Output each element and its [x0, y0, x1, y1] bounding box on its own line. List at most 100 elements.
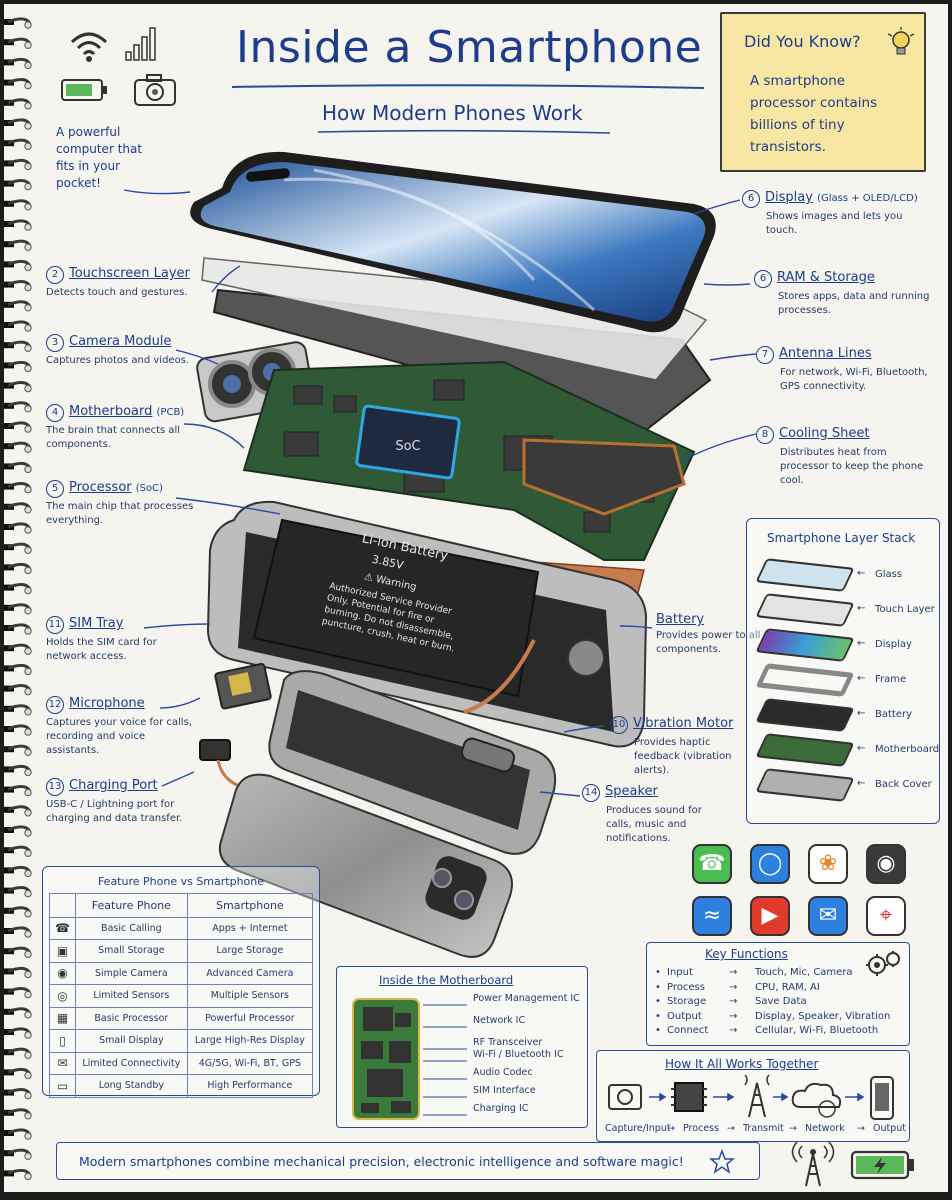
spiral-ring: [4, 259, 32, 272]
gears-icon: [866, 951, 900, 976]
did-you-know-title: Did You Know?: [744, 32, 861, 51]
label-desc: Holds the SIM card for network access.: [46, 637, 157, 662]
arrow-icon: →: [729, 996, 738, 1007]
spiral-ring: [4, 1088, 32, 1100]
spiral-ring: [4, 946, 32, 958]
label-number: 11: [46, 616, 64, 634]
spiral-ring: [4, 623, 32, 635]
label-desc: Captures photos and videos.: [46, 355, 190, 366]
spiral-ring: [4, 886, 32, 898]
layer-swatch-touch-layer: [755, 593, 855, 627]
camera-app-icon[interactable]: ◉: [866, 844, 906, 884]
flow-step-process: Process: [683, 1123, 720, 1134]
flow-cloud-icon: [791, 1082, 842, 1118]
spiral-ring: [4, 118, 32, 130]
key-function-value: Display, Speaker, Vibration: [755, 1010, 891, 1022]
lower-frame: [268, 670, 556, 855]
spiral-ring: [4, 98, 32, 110]
spiral-ring: [4, 562, 32, 575]
motherboard-pcb: SoC: [242, 360, 696, 561]
label-number: 5: [46, 480, 64, 498]
label-sub: (PCB): [156, 407, 185, 418]
flow-phone-icon: [870, 1076, 894, 1120]
key-function-row: •Connect→Cellular, Wi-Fi, Bluetooth: [655, 1025, 879, 1036]
messages-app-icon[interactable]: ◯: [750, 844, 790, 884]
wifi-app-icon[interactable]: ≈: [692, 896, 732, 936]
mb-part-wi-fi-bluetooth-ic: Wi-Fi / Bluetooth IC: [473, 1049, 564, 1060]
spiral-ring: [4, 1128, 32, 1140]
flow-tower-icon: [744, 1074, 770, 1118]
layer-swatch-frame: [755, 663, 855, 697]
key-function-row: •Input→Touch, Mic, Camera: [655, 967, 853, 978]
spiral-ring: [4, 583, 32, 595]
layer-stack-panel: Smartphone Layer Stack ←Glass←Touch Laye…: [746, 518, 940, 824]
back-cover: [218, 773, 513, 958]
smartphone-cell: 4G/5G, Wi-Fi, BT, GPS: [186, 1051, 314, 1075]
spiral-ring: [4, 845, 32, 857]
label-number: 10: [610, 716, 628, 734]
layer-label-back-cover: Back Cover: [875, 779, 932, 790]
label-desc: Detects touch and gestures.: [46, 287, 188, 298]
vibration-disc: [567, 639, 605, 677]
photos-app-icon[interactable]: ❀: [808, 844, 848, 884]
spiral-ring: [4, 360, 32, 373]
layer-arrow: ←: [857, 778, 866, 789]
flow-camera-icon: [608, 1084, 642, 1110]
label-battery: Battery Provides power to all components…: [656, 612, 786, 657]
arrow-icon: →: [729, 1010, 738, 1022]
label-sim-tray: 11 SIM Tray Holds the SIM card for networ…: [46, 616, 196, 664]
tagline: A powerful computer that fits in your po…: [56, 125, 143, 190]
mail-app-icon[interactable]: ✉: [808, 896, 848, 936]
label-number: 4: [46, 404, 64, 422]
feature-phone-cell: Small Display: [75, 1029, 188, 1053]
spiral-ring: [4, 542, 32, 554]
spiral-ring: [4, 340, 32, 352]
label-ram-storage: 6 RAM & Storage Stores apps, data and run…: [754, 270, 934, 318]
maps-app-icon[interactable]: ⌖: [866, 896, 906, 936]
feature-phone-cell: Basic Calling: [75, 916, 188, 940]
subtitle-underline: [317, 129, 611, 134]
label-title: Vibration Motor: [633, 716, 734, 731]
label-title: SIM Tray: [69, 616, 124, 631]
label-title: RAM & Storage: [777, 270, 875, 285]
feature-phone-cell: Basic Processor: [75, 1006, 188, 1030]
layer-arrow: ←: [857, 638, 866, 649]
video-app-icon[interactable]: ▶: [750, 896, 790, 936]
spiral-ring: [4, 219, 32, 231]
spiral-ring: [4, 724, 32, 736]
label-title: Microphone: [69, 696, 145, 711]
spiral-ring: [4, 37, 32, 49]
battery-pack: Li-ion Battery 3.85V ⚠ Warning Authorize…: [252, 518, 540, 698]
key-function-name: Storage: [667, 996, 707, 1007]
label-number: 6: [742, 190, 760, 208]
label-desc: Stores apps, data and running processes.: [778, 291, 930, 316]
spiral-ring: [4, 1168, 32, 1181]
smartphone-cell: High Performance: [186, 1074, 314, 1098]
microphone-part: [199, 739, 231, 761]
label-title: Touchscreen Layer: [69, 266, 190, 281]
camera-icon: ◉: [49, 961, 76, 985]
flow-diagram: [608, 1074, 894, 1120]
comparison-title: Feature Phone vs Smartphone: [49, 871, 313, 894]
smartphone-cell: Advanced Camera: [186, 961, 314, 985]
spiral-ring: [4, 744, 32, 756]
camera-status-icon: [134, 74, 176, 106]
feature-phone-cell: Limited Connectivity: [75, 1051, 188, 1075]
spiral-ring: [4, 704, 32, 716]
how-it-works-title: How It All Works Together: [665, 1057, 819, 1071]
layer-arrow: ←: [857, 708, 866, 719]
spiral-ring: [4, 239, 32, 251]
label-desc: Distributes heat from processor to keep …: [780, 447, 924, 486]
label-sub: (SoC): [135, 483, 164, 494]
spiral-ring: [4, 987, 32, 999]
key-function-value: Save Data: [755, 996, 807, 1007]
wifi-icon: [70, 32, 108, 62]
phone-app-icon[interactable]: ☎: [692, 844, 732, 884]
label-number: 6: [754, 270, 772, 288]
motherboard-inset-image: [352, 998, 420, 1120]
footer-text: Modern smartphones combine mechanical pr…: [79, 1154, 684, 1169]
